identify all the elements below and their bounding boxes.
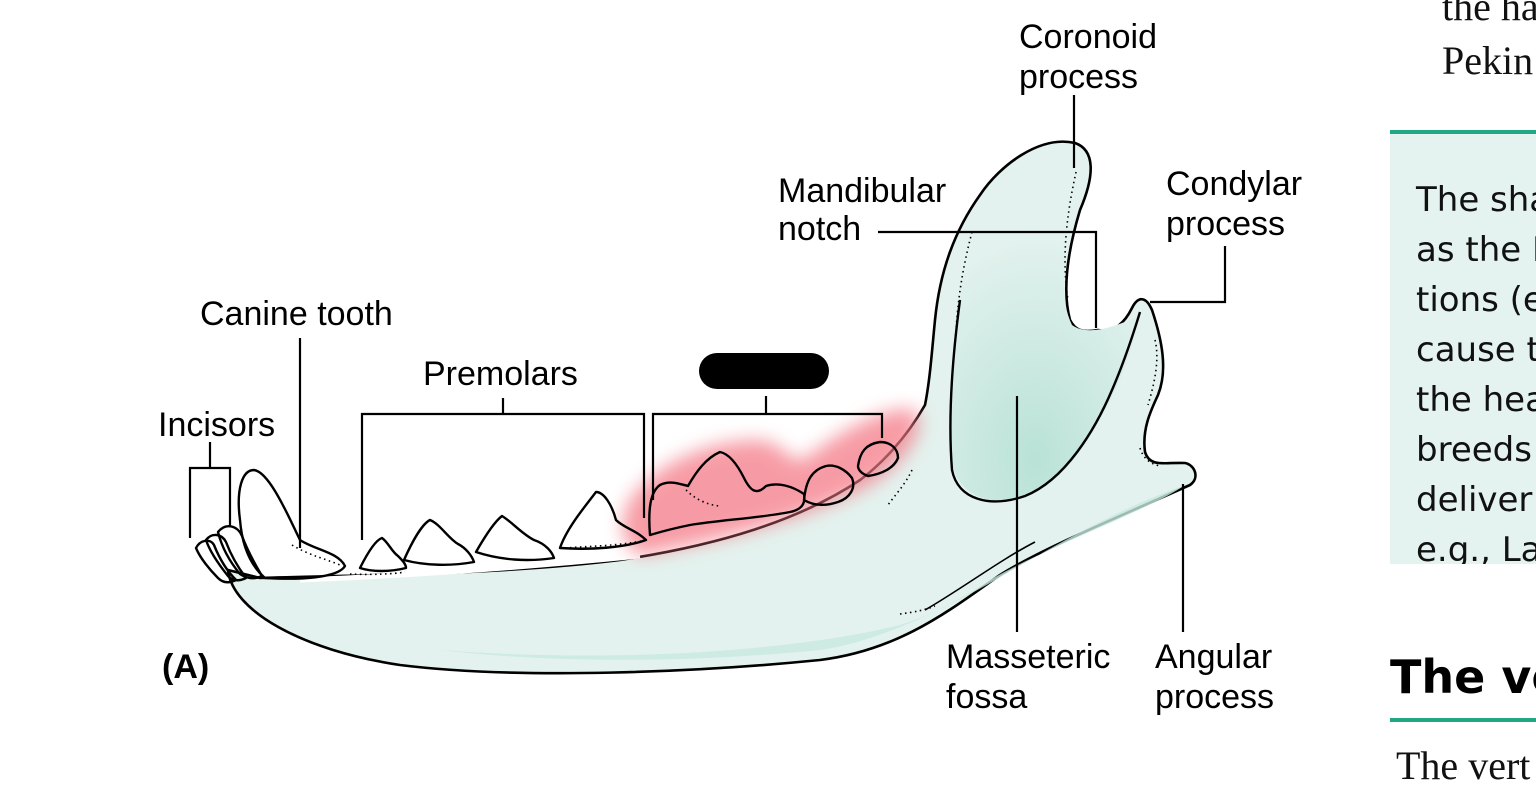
mandible-diagram: Coronoid process Mandibular notch Condyl…	[158, 18, 1302, 716]
label-premolars: Premolars	[423, 355, 578, 393]
note-line-8: e.g., La	[1416, 530, 1536, 564]
note-line-5: the hea	[1416, 380, 1536, 420]
label-masseteric-line2: fossa	[946, 678, 1027, 716]
labels: Coronoid process Mandibular notch Condyl…	[158, 18, 1302, 716]
note-line-4: cause t	[1416, 330, 1536, 370]
ventral-ridge	[924, 541, 1036, 611]
teeth	[194, 440, 900, 584]
molar-dotted	[685, 489, 721, 507]
label-incisors: Incisors	[158, 406, 275, 444]
panel-label: (A)	[162, 648, 209, 686]
premolar-3	[474, 514, 556, 562]
label-condylar-line2: process	[1166, 205, 1285, 243]
note-line-1: The sha	[1416, 180, 1536, 220]
label-angular-line1: Angular	[1155, 638, 1272, 676]
molar-1	[648, 450, 806, 537]
molar-3	[856, 440, 900, 478]
mandibular-notch-leader	[878, 230, 1098, 328]
premolar-2	[402, 518, 476, 566]
label-mandibular-line2: notch	[778, 210, 861, 248]
premolar-1	[358, 536, 408, 573]
label-coronoid-line2: process	[1019, 58, 1138, 96]
body-text-top: the ha Pekin	[1442, 0, 1536, 88]
fossa-outline	[949, 299, 1142, 503]
body-text-bottom: The vert	[1396, 743, 1531, 788]
condyle-dotted	[1147, 339, 1158, 406]
label-canine: Canine tooth	[200, 295, 393, 333]
canine-dotted	[291, 544, 343, 567]
body-text-top-line1: the ha	[1442, 0, 1536, 29]
mandible-bone	[226, 140, 1197, 675]
canine-tooth	[237, 468, 347, 580]
label-angular-line2: process	[1155, 678, 1274, 716]
molars-bracket	[651, 412, 884, 500]
premolars-bracket	[360, 412, 646, 540]
redaction-bar	[699, 353, 829, 389]
body-text-top-line2: Pekin	[1442, 38, 1534, 83]
fossa-rim-dotted	[955, 231, 973, 331]
leader-lines	[188, 95, 1227, 632]
premolar-dotted	[564, 539, 647, 549]
angle-dotted	[1139, 447, 1161, 467]
label-coronoid-line1: Coronoid	[1019, 18, 1157, 56]
label-condylar-line1: Condylar	[1166, 165, 1302, 203]
coronoid-dotted	[1064, 171, 1077, 301]
label-mandibular-line1: Mandibular	[778, 172, 946, 210]
note-line-3: tions (e	[1416, 280, 1536, 320]
premolar-4	[558, 490, 648, 550]
note-line-2: as the E	[1416, 230, 1536, 270]
label-masseteric-line1: Masseteric	[946, 638, 1110, 676]
note-line-6: breeds	[1416, 430, 1532, 470]
molar-2	[802, 464, 855, 506]
note-box: The sha as the E tions (e cause t the he…	[1390, 130, 1536, 564]
section-heading: The ve	[1390, 650, 1536, 704]
molar-highlight	[622, 409, 919, 555]
condylar-leader	[1150, 246, 1227, 304]
premolar-dotted-2	[349, 571, 406, 576]
note-line-7: deliver	[1416, 480, 1533, 520]
section-rule	[1390, 718, 1536, 722]
alveolar-line	[299, 553, 641, 583]
